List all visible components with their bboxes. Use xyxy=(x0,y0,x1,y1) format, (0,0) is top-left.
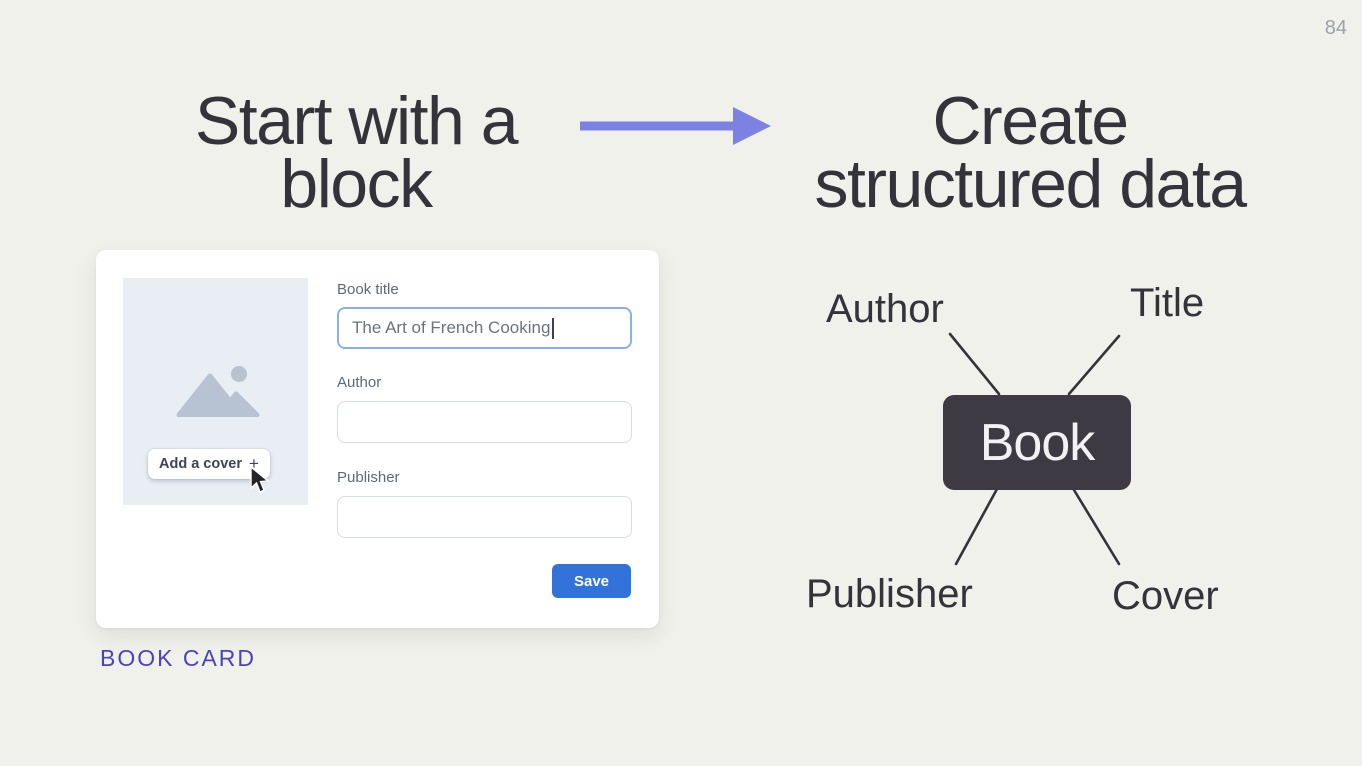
heading-left-line2: block xyxy=(280,146,433,222)
heading-right-line1: Create xyxy=(932,83,1129,159)
diagram-center-book: Book xyxy=(943,395,1131,490)
heading-left-line1: Start with a xyxy=(194,83,519,159)
diagram-node-cover: Cover xyxy=(1112,574,1219,618)
diagram-connectors xyxy=(948,332,1121,566)
book-card: Add a cover + Book title The Art of Fren… xyxy=(96,250,659,628)
publisher-input[interactable] xyxy=(337,496,632,538)
diagram-node-title: Title xyxy=(1130,281,1205,325)
add-cover-button[interactable]: Add a cover + xyxy=(148,449,270,479)
cover-placeholder: Add a cover + xyxy=(123,278,308,505)
page-number: 84 xyxy=(1324,17,1347,39)
author-label: Author xyxy=(337,374,382,391)
publisher-label: Publisher xyxy=(337,469,400,486)
book-title-value: The Art of French Cooking xyxy=(352,318,551,337)
transform-arrow-icon xyxy=(580,107,771,145)
heading-right: Create structured data xyxy=(800,83,1260,222)
diagram-node-publisher: Publisher xyxy=(806,572,973,616)
card-caption: BOOK CARD xyxy=(100,645,257,671)
diagram-node-author: Author xyxy=(826,287,944,331)
heading-right-line2: structured data xyxy=(814,146,1247,222)
author-input[interactable] xyxy=(337,401,632,443)
plus-icon: + xyxy=(249,454,259,473)
heading-left: Start with a block xyxy=(136,83,576,222)
image-placeholder-icon xyxy=(176,366,260,417)
text-caret xyxy=(552,317,554,339)
add-cover-label: Add a cover xyxy=(159,456,242,472)
book-title-label: Book title xyxy=(337,281,399,298)
book-title-input[interactable]: The Art of French Cooking xyxy=(337,307,632,349)
mouse-cursor-icon xyxy=(250,466,270,493)
save-button[interactable]: Save xyxy=(552,564,631,598)
